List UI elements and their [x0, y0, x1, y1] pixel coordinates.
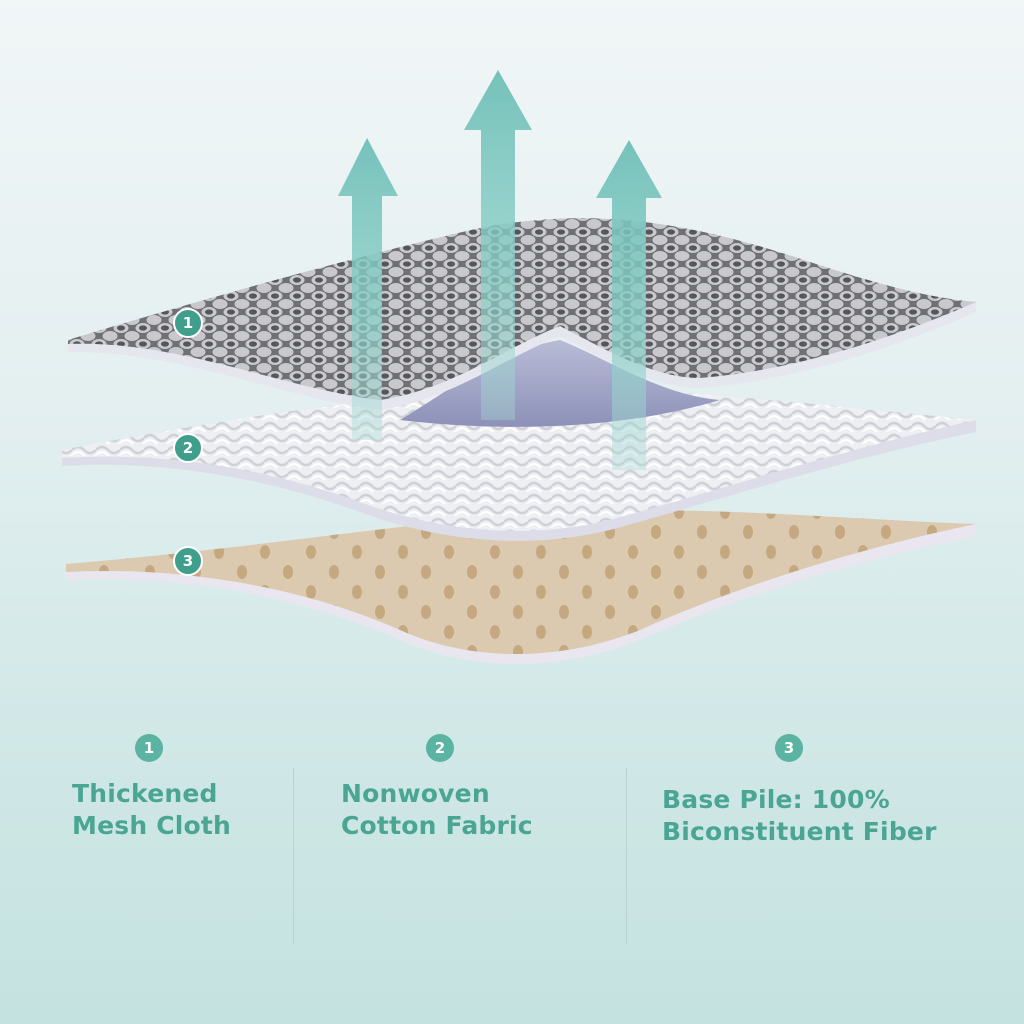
caption-1-badge: 1: [135, 734, 163, 762]
divider: [293, 768, 294, 944]
caption-2-line2: Cotton Fabric: [341, 811, 533, 840]
arrow-up-icon: [464, 70, 532, 420]
layer-base: [66, 510, 976, 664]
caption-1-line2: Mesh Cloth: [72, 811, 232, 840]
caption-3-badge: 3: [775, 734, 803, 762]
caption-3-line1: Base Pile: 100%: [662, 785, 890, 814]
arrow-up-icon: [338, 138, 398, 440]
layer-3-badge: 3: [173, 546, 203, 576]
caption-3: Base Pile: 100% Biconstituent Fiber: [662, 784, 937, 848]
caption-2: Nonwoven Cotton Fabric: [341, 778, 533, 842]
divider: [626, 768, 627, 944]
caption-1: Thickened Mesh Cloth: [72, 778, 231, 842]
caption-1-line1: Thickened: [72, 779, 218, 808]
arrow-up-icon: [596, 140, 662, 470]
layers-illustration: [62, 70, 976, 664]
caption-2-badge: 2: [426, 734, 454, 762]
layer-nonwoven: [62, 388, 976, 541]
caption-3-line2: Biconstituent Fiber: [662, 817, 937, 846]
layer-2-badge: 2: [173, 433, 203, 463]
caption-2-line1: Nonwoven: [341, 779, 490, 808]
layer-1-badge: 1: [173, 308, 203, 338]
layer-mesh: [68, 218, 976, 427]
